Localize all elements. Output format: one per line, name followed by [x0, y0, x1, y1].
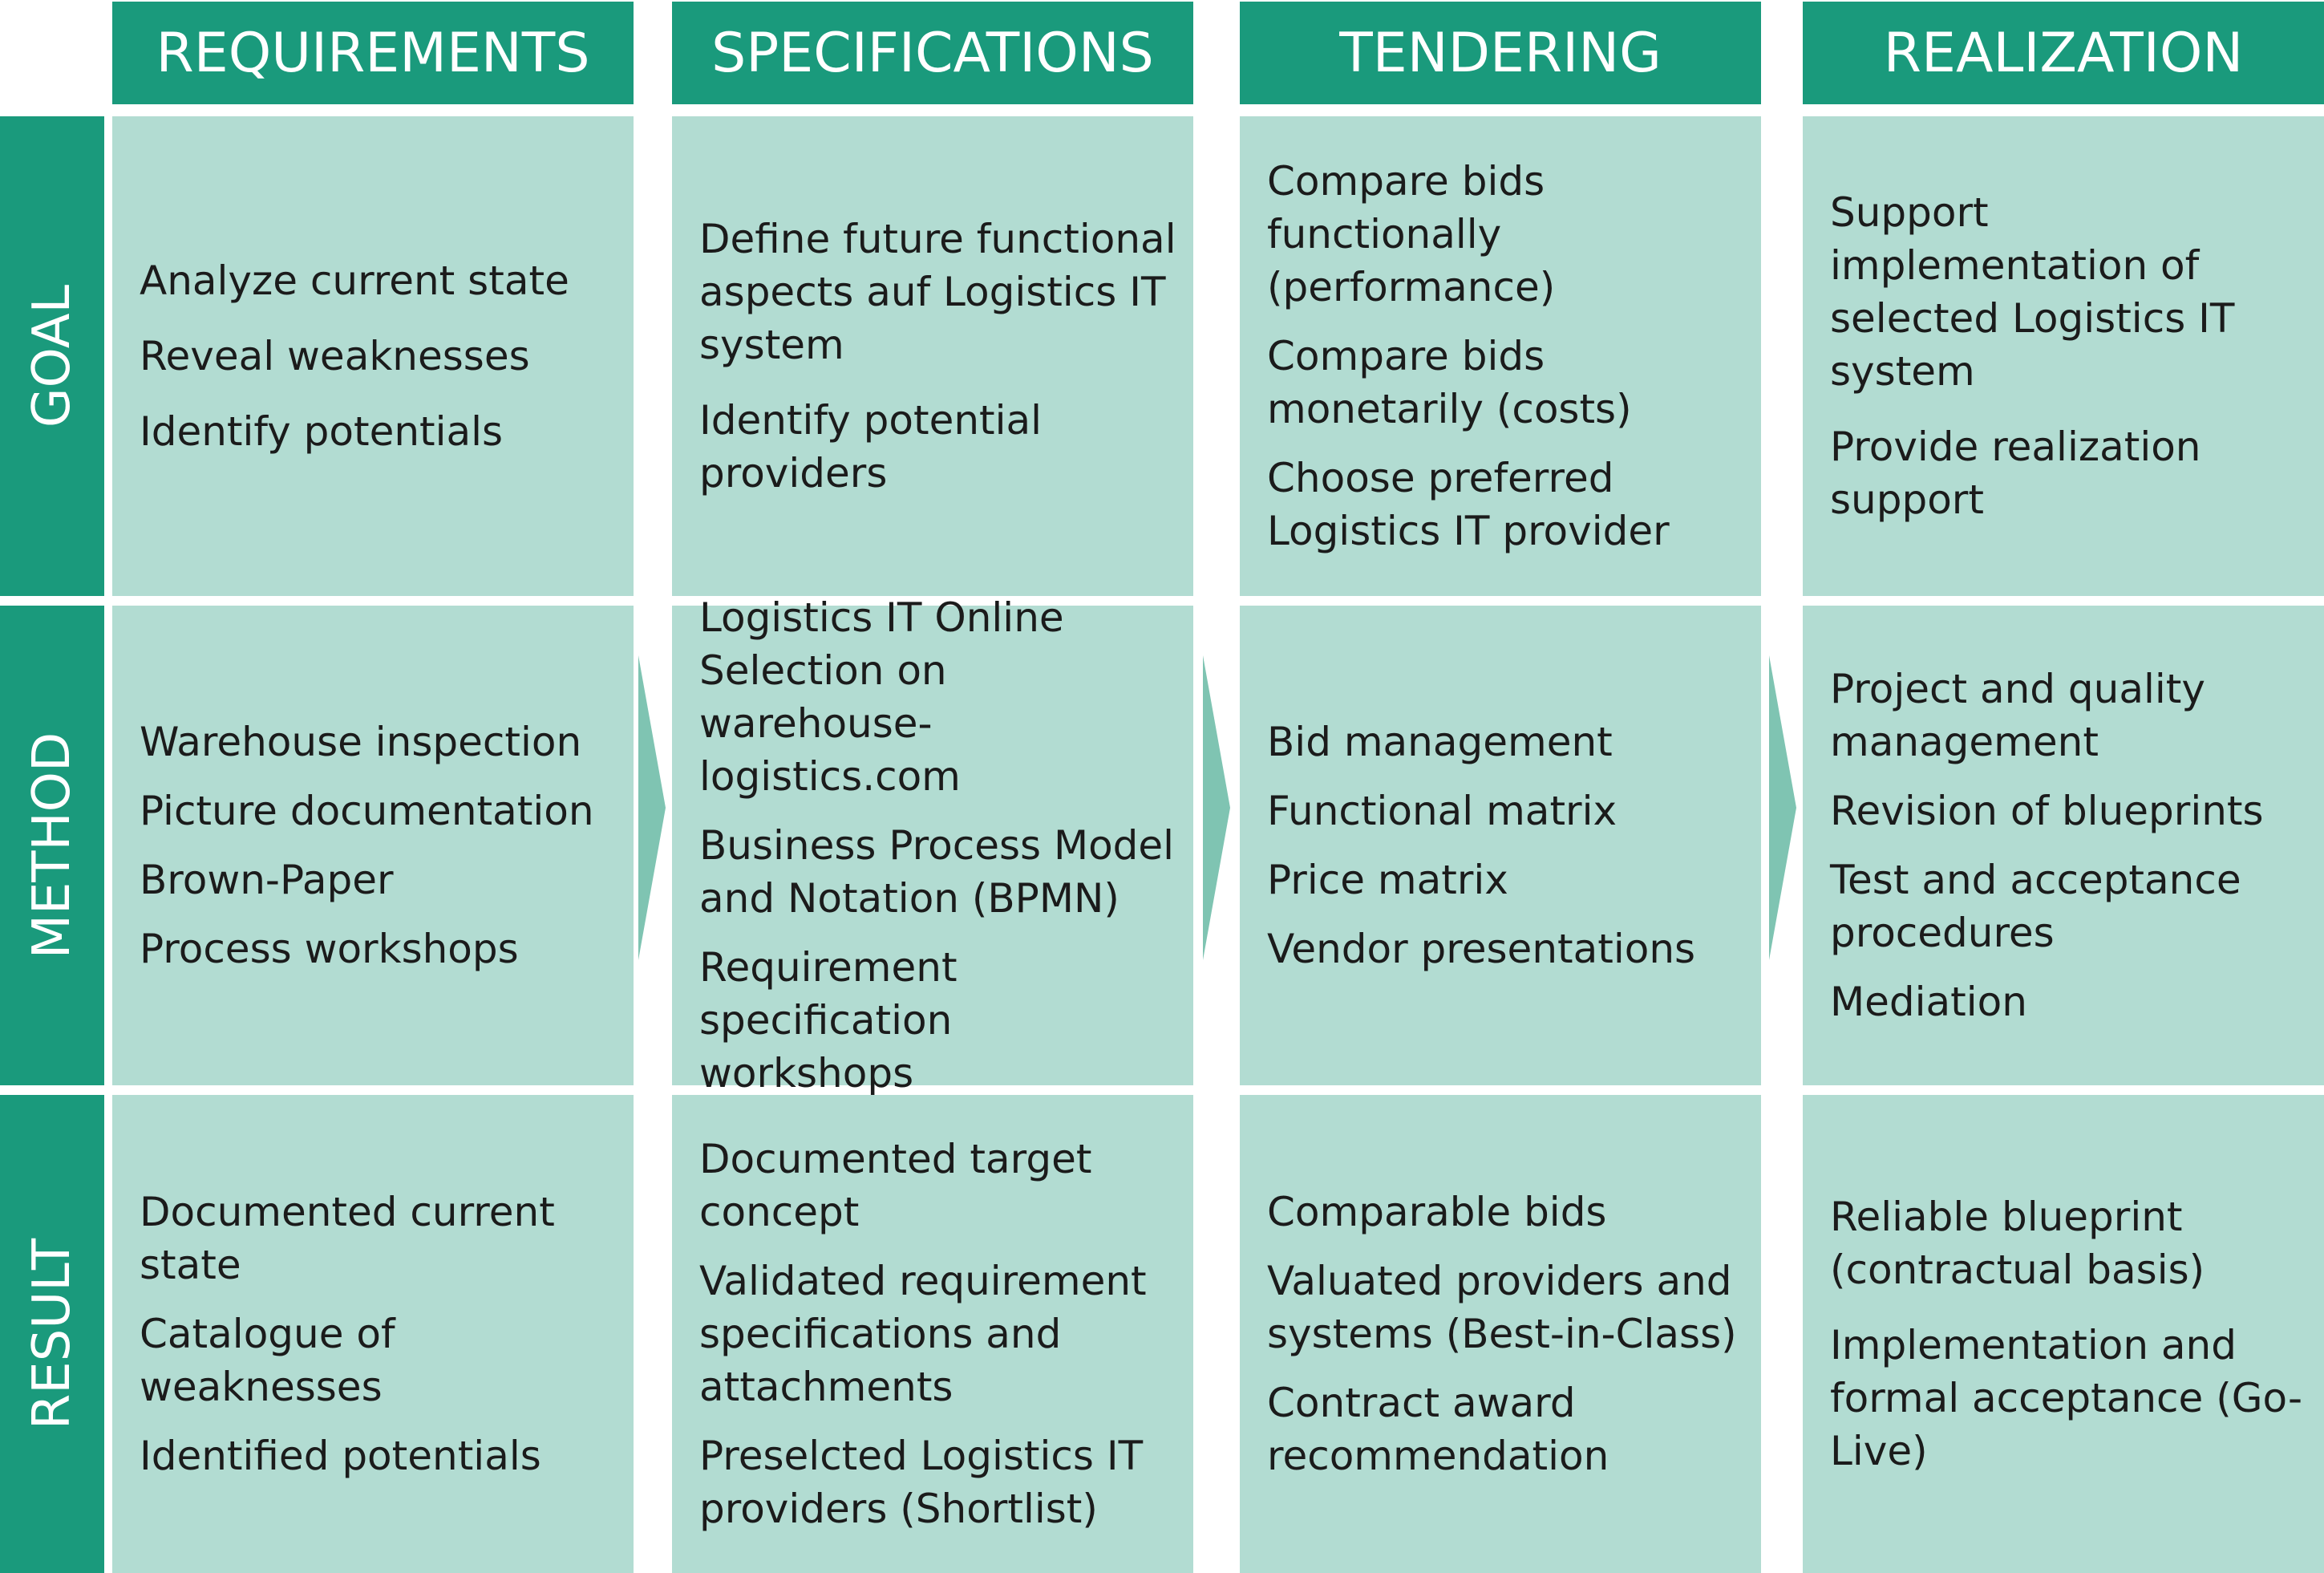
row-label-method-text: METHOD [22, 732, 82, 959]
list-item: Implementation and formal acceptance (Go… [1830, 1322, 2303, 1474]
cell-method-specifications: Logistics IT Online Selection on warehou… [672, 594, 1193, 1097]
row-label-method: METHOD [0, 606, 104, 1085]
cell-goal-realization: Support implementation of selected Logis… [1803, 116, 2324, 596]
list-item: Bid management [1267, 719, 1613, 765]
flow-arrow-icon [1203, 655, 1230, 960]
list-item: Documented current state [140, 1189, 555, 1288]
cell-goal-specifications: Define future functional aspects auf Log… [672, 116, 1193, 596]
row-label-result-text: RESULT [22, 1238, 82, 1430]
list-item: Define future functional aspects auf Log… [699, 216, 1176, 368]
column-header-requirements: REQUIREMENTS [112, 2, 634, 104]
list-item: Warehouse inspection [140, 719, 582, 765]
list-item: Project and quality management [1830, 666, 2205, 765]
flow-arrow-icon [1769, 655, 1796, 960]
list-item: Compare bids functionally (performance) [1267, 158, 1556, 310]
list-item: Identified potentials [140, 1433, 541, 1479]
list-item: Revision of blueprints [1830, 788, 2264, 834]
list-item: Picture documentation [140, 788, 594, 834]
list-item: Catalogue of weaknesses [140, 1311, 395, 1410]
row-label-goal: GOAL [0, 116, 104, 596]
flow-arrow-icon [638, 655, 666, 960]
list-item: Analyze current state [140, 257, 569, 304]
list-item: Reliable blueprint (contractual basis) [1830, 1194, 2205, 1293]
column-header-specifications: SPECIFICATIONS [672, 2, 1193, 104]
list-item: Logistics IT Online Selection on warehou… [699, 594, 1064, 800]
list-item: Comparable bids [1267, 1189, 1607, 1235]
list-item: Vendor presentations [1267, 926, 1696, 972]
row-label-result: RESULT [0, 1095, 104, 1573]
list-item: Valuated providers and systems (Best-in-… [1267, 1258, 1737, 1357]
list-item: Business Process Model and Notation (BPM… [699, 822, 1175, 922]
list-item: Provide realization support [1830, 424, 2201, 523]
list-item: Compare bids monetarily (costs) [1267, 333, 1632, 432]
list-item: Support implementation of selected Logis… [1830, 189, 2235, 395]
list-item: Price matrix [1267, 857, 1508, 903]
list-item: Contract award recommendation [1267, 1380, 1609, 1479]
cell-method-tendering: Bid management Functional matrix Price m… [1240, 606, 1761, 1085]
cell-result-requirements: Documented current state Catalogue of we… [112, 1095, 634, 1573]
list-item: Identify potentials [140, 408, 504, 455]
list-item: Choose preferred Logistics IT provider [1267, 455, 1670, 554]
cell-result-specifications: Documented target concept Validated requ… [672, 1095, 1193, 1573]
cell-goal-requirements: Analyze current state Reveal weaknesses … [112, 116, 634, 596]
row-label-goal-text: GOAL [22, 284, 82, 428]
cell-method-requirements: Warehouse inspection Picture documentati… [112, 606, 634, 1085]
cell-result-tendering: Comparable bids Valuated providers and s… [1240, 1095, 1761, 1573]
list-item: Requirement specification workshops [699, 944, 958, 1097]
list-item: Reveal weaknesses [140, 333, 530, 379]
list-item: Test and acceptance procedures [1830, 857, 2241, 956]
list-item: Documented target concept [699, 1136, 1092, 1235]
list-item: Preselcted Logistics IT providers (Short… [699, 1433, 1144, 1532]
list-item: Mediation [1830, 979, 2027, 1025]
column-header-tendering: TENDERING [1240, 2, 1761, 104]
list-item: Process workshops [140, 926, 519, 972]
list-item: Identify potential providers [699, 397, 1043, 497]
list-item: Functional matrix [1267, 788, 1617, 834]
cell-method-realization: Project and quality management Revision … [1803, 606, 2324, 1085]
list-item: Brown-Paper [140, 857, 394, 903]
cell-result-realization: Reliable blueprint (contractual basis) I… [1803, 1095, 2324, 1573]
list-item: Validated requirement specifications and… [699, 1258, 1147, 1410]
cell-goal-tendering: Compare bids functionally (performance) … [1240, 116, 1761, 596]
column-header-realization: REALIZATION [1803, 2, 2324, 104]
